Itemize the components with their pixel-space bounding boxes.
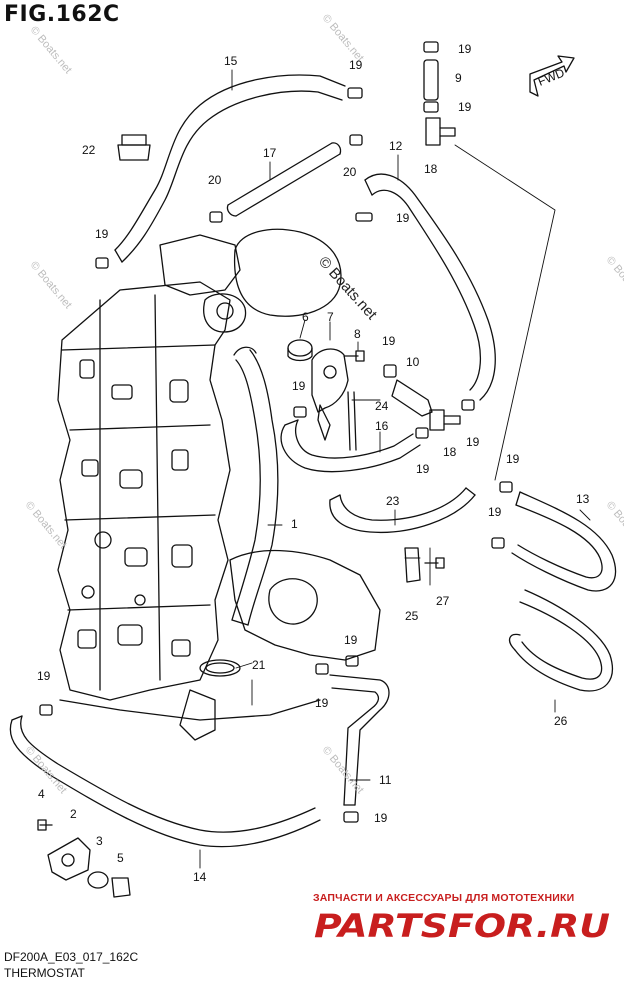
svg-text:© Boats.net: © Boats.net: [23, 499, 69, 551]
bracket-25: [404, 547, 421, 583]
callout-26: 26: [554, 714, 568, 728]
callout-20b: 20: [343, 165, 357, 179]
callout-19c: 19: [349, 58, 363, 72]
callout-12: 12: [389, 139, 403, 153]
bolt-27: [424, 557, 445, 569]
shop-logo-text: PARTSFOR.RU: [314, 907, 610, 943]
svg-text:© Boats.net: © Boats.net: [604, 499, 624, 551]
callout-19e: 19: [396, 211, 410, 225]
hose-15: [114, 74, 346, 263]
callout-19d: 19: [95, 227, 109, 241]
callout-14: 14: [193, 870, 207, 884]
callout-16: 16: [375, 419, 389, 433]
callout-18b: 18: [443, 445, 457, 459]
callout-13: 13: [576, 492, 590, 506]
hose-13: [511, 491, 617, 592]
plug-5: [111, 877, 131, 898]
callout-1: 1: [291, 517, 298, 531]
hose-11: [329, 674, 390, 806]
hose-14: [9, 715, 321, 848]
clamp-19-group: [39, 41, 513, 823]
callout-19n: 19: [315, 696, 329, 710]
callout-11: 11: [379, 773, 392, 787]
model-code: DF200A_E03_017_162C: [4, 950, 139, 964]
leader-lines: [199, 69, 591, 869]
callout-9: 9: [455, 71, 462, 85]
svg-text:© Boats.net: © Boats.net: [315, 253, 381, 323]
bolt-4: [37, 819, 53, 831]
hose-12: [364, 173, 496, 401]
cover-2: [47, 837, 91, 881]
svg-text:© Boats.net: © Boats.net: [320, 12, 366, 64]
callout-19i: 19: [466, 435, 480, 449]
svg-text:© Boats.net: © Boats.net: [28, 259, 74, 311]
hose-10: [391, 379, 433, 417]
svg-text:© Boats.net: © Boats.net: [604, 254, 624, 306]
callout-3: 3: [96, 834, 103, 848]
hose-1: [231, 346, 279, 626]
callout-27: 27: [436, 594, 450, 608]
callout-21: 21: [252, 658, 266, 672]
callout-numbers: 1 2 3 4 5 6 7 8 9 10 11 12 13 14 15 16 1…: [37, 42, 590, 884]
callout-22: 22: [82, 143, 96, 157]
callout-17: 17: [263, 146, 277, 160]
thermostat-6: [287, 339, 313, 362]
callout-19o: 19: [374, 811, 388, 825]
bolt-8: [343, 350, 365, 362]
clamp-21: [199, 659, 241, 677]
tee-joint-18b: [429, 409, 461, 431]
callout-23: 23: [386, 494, 400, 508]
callout-25: 25: [405, 609, 419, 623]
callout-20a: 20: [208, 173, 222, 187]
hose-26: [508, 589, 613, 692]
watermark-layer: © Boats.net © Boats.net © Boats.net © Bo…: [23, 12, 624, 796]
callout-8: 8: [354, 327, 361, 341]
callout-5: 5: [117, 851, 124, 865]
grommet-22: [117, 134, 151, 161]
callout-19f: 19: [382, 334, 396, 348]
cylinder-head-block: [57, 228, 381, 741]
callout-19g: 19: [292, 379, 306, 393]
callout-10: 10: [406, 355, 420, 369]
callout-19a: 19: [458, 42, 472, 56]
hose-16: [280, 419, 421, 473]
hose-17: [226, 142, 342, 217]
thermostat-cover-7: [311, 348, 349, 441]
callout-6: 6: [302, 310, 309, 324]
svg-text:© Boats.net: © Boats.net: [23, 744, 69, 796]
callout-19b: 19: [458, 100, 472, 114]
fwd-arrow: [529, 55, 575, 97]
tube-9: [423, 59, 439, 101]
section-name: THERMOSTAT: [4, 966, 85, 980]
callout-2: 2: [70, 807, 77, 821]
fwd-label: FWD: [536, 65, 567, 88]
callout-15: 15: [224, 54, 238, 68]
tee-joint-18a: [425, 117, 456, 146]
shop-tagline: ЗАПЧАСТИ И АКСЕССУАРЫ ДЛЯ МОТОТЕХНИКИ: [313, 892, 575, 904]
callout-19m: 19: [344, 633, 358, 647]
figure-title: FIG.162C: [4, 2, 120, 27]
callout-18a: 18: [424, 162, 438, 176]
callout-24: 24: [375, 399, 389, 413]
callout-7: 7: [327, 310, 334, 324]
svg-text:© Boats.net: © Boats.net: [28, 24, 74, 76]
o-ring-3: [87, 871, 109, 889]
callout-19h: 19: [416, 462, 430, 476]
shop-logo: PARTSFOR.RU: [314, 907, 610, 943]
rod-24: [347, 391, 357, 451]
callout-19l: 19: [37, 669, 51, 683]
callout-19k: 19: [488, 505, 502, 519]
hose-23: [329, 487, 476, 534]
callout-4: 4: [38, 787, 45, 801]
callout-19j: 19: [506, 452, 520, 466]
